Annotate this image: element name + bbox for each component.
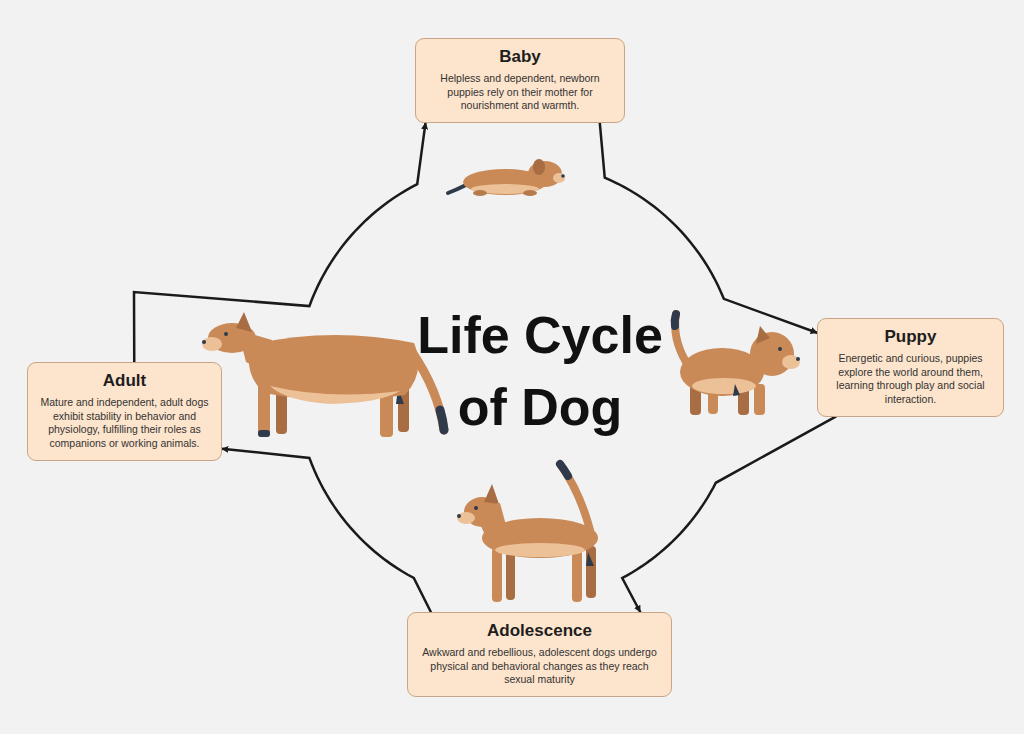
adult-dog-part: [236, 312, 252, 332]
adult-dog-part: [258, 430, 270, 437]
stage-heading: Adult: [38, 371, 211, 391]
cycle-arrow: [622, 417, 835, 612]
stage-description: Mature and independent, adult dogs exhib…: [38, 396, 211, 451]
adult-dog: [202, 312, 444, 437]
stage-box: AdolescenceAwkward and rebellious, adole…: [407, 612, 672, 697]
baby-dog-part: [561, 174, 565, 178]
adolescent-dog-part: [506, 550, 515, 600]
adolescent-dog-part: [484, 484, 499, 504]
stage-description: Awkward and rebellious, adolescent dogs …: [418, 646, 661, 687]
baby-dog: [448, 159, 565, 196]
puppy-dog-part: [675, 314, 686, 362]
adult-dog-part: [202, 340, 206, 344]
puppy-dog-part: [756, 326, 770, 344]
adult-dog-part: [440, 410, 444, 430]
adolescent-dog-part: [495, 543, 585, 557]
stage-heading: Puppy: [828, 327, 993, 347]
puppy-dog-part: [733, 384, 740, 396]
baby-dog-part: [533, 159, 545, 175]
adult-dog-part: [270, 386, 400, 404]
diagram-title: Life Cycle of Dog: [395, 300, 685, 444]
adolescent-dog-part: [586, 552, 594, 566]
adolescent-dog-part: [492, 548, 502, 602]
cycle-arrow: [134, 123, 426, 362]
baby-dog-part: [448, 185, 466, 193]
adolescent-dog-part: [572, 548, 582, 602]
adult-dog-part: [202, 337, 222, 351]
adult-dog-part: [249, 335, 419, 400]
adolescent-dog-part: [457, 512, 475, 524]
puppy-dog-part: [750, 332, 794, 376]
puppy-dog-part: [782, 355, 800, 369]
stage-box: PuppyEnergetic and curious, puppies expl…: [817, 318, 1004, 417]
adult-dog-part: [224, 332, 228, 336]
stage-description: Helpless and dependent, newborn puppies …: [426, 72, 614, 113]
puppy-dog-part: [778, 347, 782, 351]
puppy-dog: [675, 314, 800, 415]
puppy-dog-part: [796, 357, 800, 361]
cycle-arrow: [600, 123, 817, 333]
adolescent-dog-part: [586, 546, 596, 598]
adolescent-dog-part: [474, 506, 478, 510]
puppy-dog-part: [754, 384, 765, 415]
stage-box: AdultMature and independent, adult dogs …: [27, 362, 222, 461]
cycle-arrow: [222, 449, 431, 612]
baby-dog-part: [523, 190, 537, 196]
stage-description: Energetic and curious, puppies explore t…: [828, 352, 993, 407]
puppy-dog-part: [692, 378, 756, 394]
stage-heading: Adolescence: [418, 621, 661, 641]
puppy-dog-part: [675, 314, 676, 326]
adolescent-dog: [457, 464, 598, 602]
adolescent-dog-part: [560, 464, 568, 476]
adolescent-dog-part: [457, 514, 461, 518]
stage-heading: Baby: [426, 47, 614, 67]
baby-dog-part: [553, 173, 565, 183]
baby-dog-part: [473, 190, 487, 196]
stage-box: BabyHelpless and dependent, newborn pupp…: [415, 38, 625, 123]
